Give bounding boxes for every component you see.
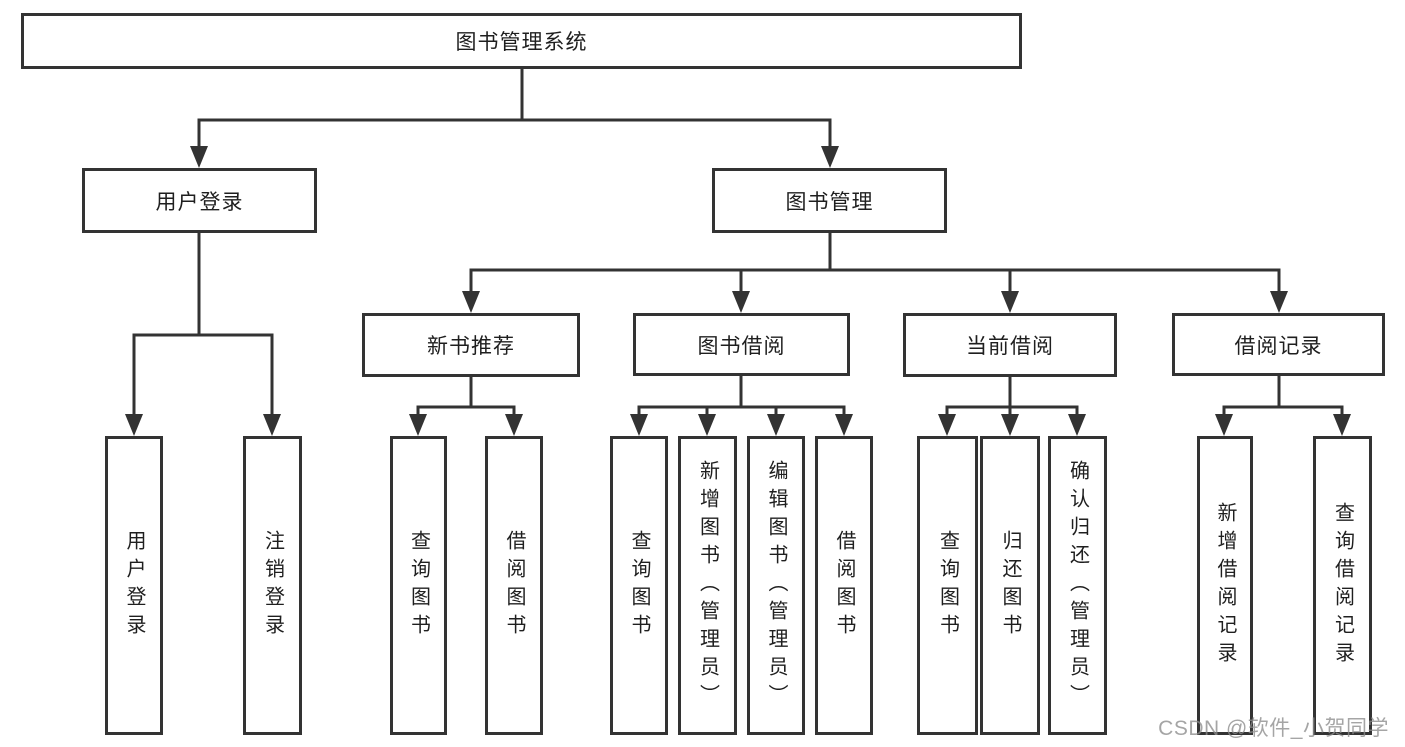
- node-user-login: 用户登录: [82, 168, 317, 233]
- leaf-logout: 注销登录: [243, 436, 302, 735]
- leaf-query-book-current-label: 查询图书: [936, 529, 959, 642]
- leaf-query-book-recommend: 查询图书: [390, 436, 447, 735]
- leaf-add-book-admin-label: 新增图书（管理员）: [696, 459, 719, 712]
- leaf-confirm-return-admin: 确认归还（管理员）: [1048, 436, 1107, 735]
- leaf-query-borrow-record: 查询借阅记录: [1313, 436, 1372, 735]
- node-current-borrow: 当前借阅: [903, 313, 1117, 377]
- node-book-management: 图书管理: [712, 168, 947, 233]
- leaf-query-book-borrow-label: 查询图书: [628, 529, 650, 642]
- leaf-add-borrow-record: 新增借阅记录: [1197, 436, 1253, 735]
- leaf-borrow-book-label: 借阅图书: [833, 529, 855, 642]
- leaf-logout-label: 注销登录: [261, 529, 284, 642]
- leaf-query-book-current: 查询图书: [917, 436, 978, 735]
- leaf-edit-book-admin: 编辑图书（管理员）: [747, 436, 805, 735]
- leaf-return-book-label: 归还图书: [999, 529, 1021, 642]
- leaf-borrow-book-recommend-label: 借阅图书: [503, 529, 525, 642]
- node-library-system: 图书管理系统: [21, 13, 1022, 69]
- leaf-confirm-return-admin-label: 确认归还（管理员）: [1066, 459, 1089, 712]
- leaf-borrow-book-recommend: 借阅图书: [485, 436, 543, 735]
- leaf-add-book-admin: 新增图书（管理员）: [678, 436, 737, 735]
- node-new-book-recommend: 新书推荐: [362, 313, 580, 377]
- leaf-borrow-book: 借阅图书: [815, 436, 873, 735]
- leaf-user-login-label: 用户登录: [123, 529, 145, 642]
- leaf-return-book: 归还图书: [980, 436, 1040, 735]
- csdn-watermark: CSDN @软件_小贺同学: [1158, 717, 1389, 740]
- leaf-add-borrow-record-label: 新增借阅记录: [1214, 501, 1236, 670]
- node-book-borrow: 图书借阅: [633, 313, 850, 376]
- leaf-edit-book-admin-label: 编辑图书（管理员）: [765, 459, 787, 712]
- arrowhead-glyphs: [125, 146, 1351, 436]
- leaf-query-borrow-record-label: 查询借阅记录: [1331, 501, 1354, 670]
- leaf-query-book-recommend-label: 查询图书: [407, 529, 430, 642]
- node-borrow-record: 借阅记录: [1172, 313, 1385, 376]
- leaf-query-book-borrow: 查询图书: [610, 436, 668, 735]
- leaf-user-login: 用户登录: [105, 436, 163, 735]
